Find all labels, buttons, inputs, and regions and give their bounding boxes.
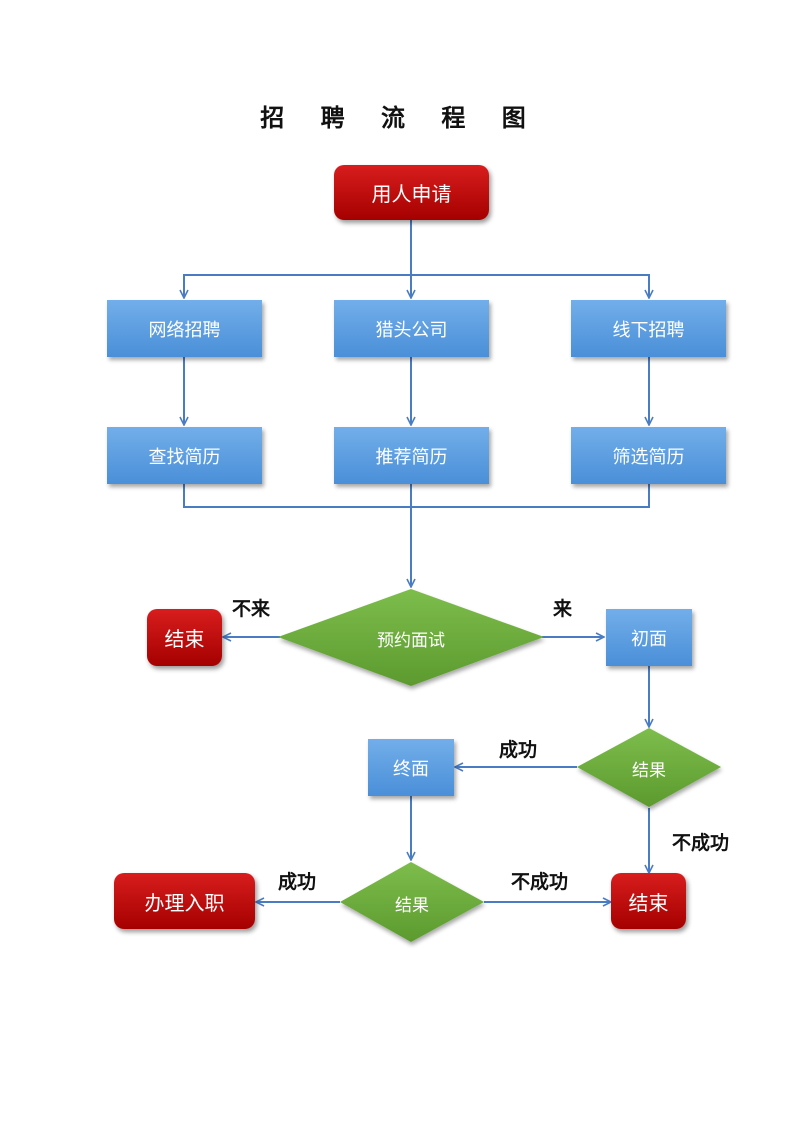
edge-label-come: 来 [553,598,573,620]
end-node-left: 结束 [147,609,222,666]
edge-label-first-success: 成功 [499,739,538,761]
first-result-label: 结果 [632,760,666,781]
interview-decision-label: 预约面试 [377,630,445,651]
start-node: 用人申请 [334,165,489,220]
connector-branch [183,274,650,297]
channel-online: 网络招聘 [107,300,262,357]
channel-offline: 线下招聘 [571,300,726,357]
resume-search: 查找简历 [107,427,262,484]
final-interview-node: 终面 [368,739,454,796]
onboard-node: 办理入职 [114,873,255,929]
resume-screen: 筛选简历 [571,427,726,484]
decision-first-result-diamond [577,728,721,807]
first-interview-node: 初面 [606,609,692,666]
final-result-label: 结果 [395,895,429,916]
resume-recommend: 推荐简历 [334,427,489,484]
connector-merge [183,484,650,508]
edge-label-final-success: 成功 [278,871,317,893]
edge-label-first-fail: 不成功 [672,832,730,854]
end-node-right: 结束 [611,873,686,929]
edge-label-not-come: 不来 [232,598,271,620]
edge-label-final-fail: 不成功 [511,871,569,893]
channel-headhunter: 猎头公司 [334,300,489,357]
decision-interview-diamond [278,589,544,686]
decision-final-result-diamond [340,862,484,942]
page-title: 招 聘 流 程 图 [260,104,540,132]
